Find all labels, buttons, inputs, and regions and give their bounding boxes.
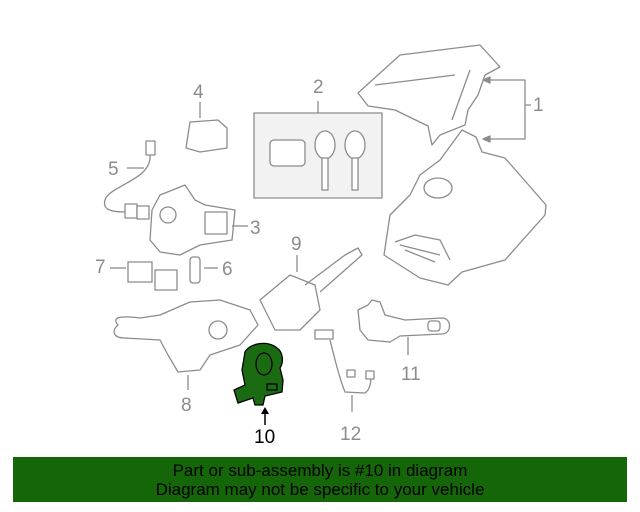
callout-5[interactable]: 5 [108, 159, 119, 180]
part-1-lower-column-cover[interactable] [383, 129, 547, 286]
part-6-clip[interactable] [189, 256, 201, 284]
arrow-icon [261, 407, 269, 414]
part-2-key-set[interactable] [253, 101, 383, 199]
callout-7[interactable]: 7 [95, 257, 106, 278]
callout-9[interactable]: 9 [291, 234, 302, 255]
parts-diagram [103, 44, 547, 425]
arrow-icon [482, 76, 491, 84]
arrow-icon [482, 135, 491, 143]
callout-11[interactable]: 11 [401, 364, 421, 385]
callout-12[interactable]: 12 [340, 424, 362, 445]
callout-10-highlighted[interactable]: 10 [254, 427, 276, 448]
callout-2[interactable]: 2 [313, 77, 324, 98]
part-4-cover[interactable] [185, 119, 228, 153]
callout-6[interactable]: 6 [222, 259, 233, 280]
part-3-ignition-switch[interactable] [149, 184, 236, 256]
callout-4[interactable]: 4 [193, 82, 204, 103]
part-11-cruise-switch[interactable] [357, 299, 451, 343]
part-10-clock-spring-highlighted[interactable] [233, 342, 284, 406]
part-9-wiper-switch[interactable] [259, 247, 363, 331]
callout-8[interactable]: 8 [181, 395, 192, 416]
banner-line-part-number: Part or sub-assembly is #10 in diagram [172, 460, 468, 480]
banner-line-disclaimer: Diagram may not be specific to your vehi… [155, 479, 485, 499]
part-5-wire-harness[interactable] [103, 140, 156, 220]
part-1-upper-column-cover[interactable] [357, 44, 501, 146]
callout-3[interactable]: 3 [250, 218, 261, 239]
callout-1-leader [483, 79, 531, 140]
callout-1[interactable]: 1 [533, 95, 544, 116]
part-8-turn-signal-switch[interactable] [113, 299, 259, 373]
part-7-connector[interactable] [127, 261, 178, 291]
info-banner: Part or sub-assembly is #10 in diagram D… [13, 457, 627, 502]
part-12-wire-harness[interactable] [314, 329, 375, 394]
